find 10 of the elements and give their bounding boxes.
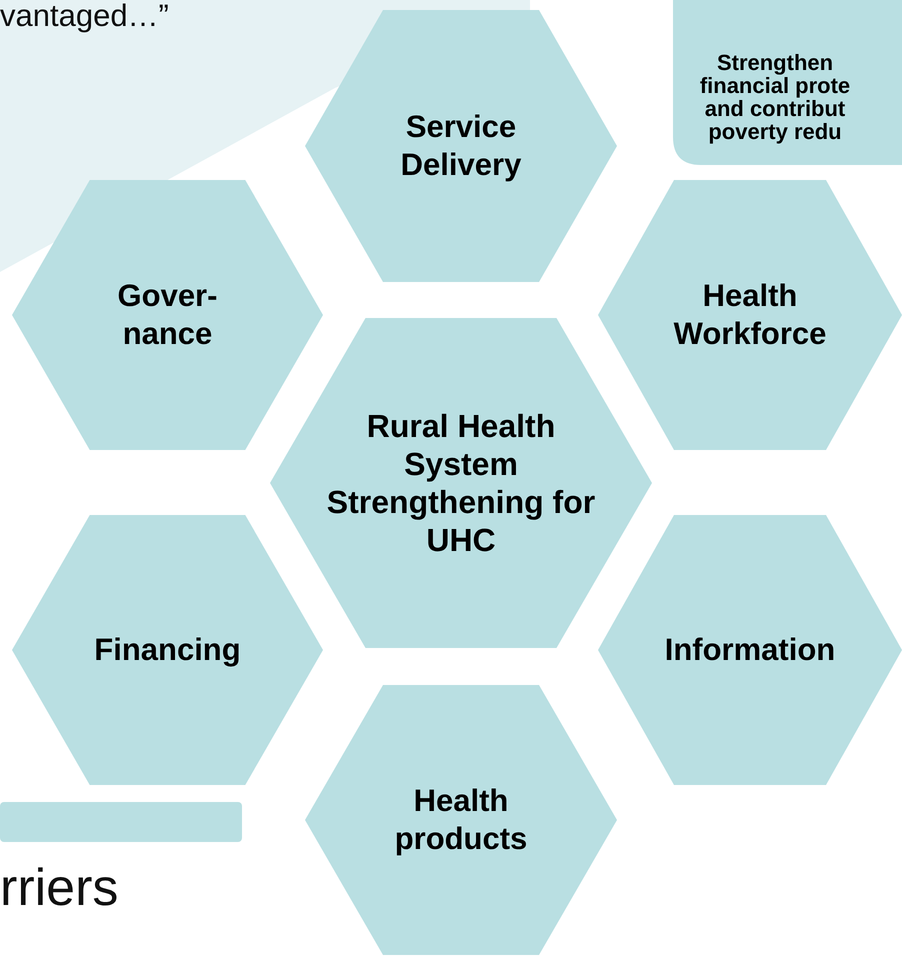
hexagon-label: Financing (93, 631, 242, 669)
heading-text: rriers (0, 858, 118, 918)
hexagon-label: Gover- nance (116, 277, 218, 353)
hexagon-label: Health products (394, 782, 528, 858)
hexagon-label: Health Workforce (672, 277, 828, 353)
hexagon-label: Rural Health System Strengthening for UHC (326, 407, 596, 559)
quote-text: vantaged…” (0, 0, 169, 34)
hexagon-label: Information (664, 631, 836, 669)
hexagon-label: Service Delivery (400, 108, 522, 184)
callout-text: Strengthen financial prote and contribut poverty redu (698, 51, 852, 143)
